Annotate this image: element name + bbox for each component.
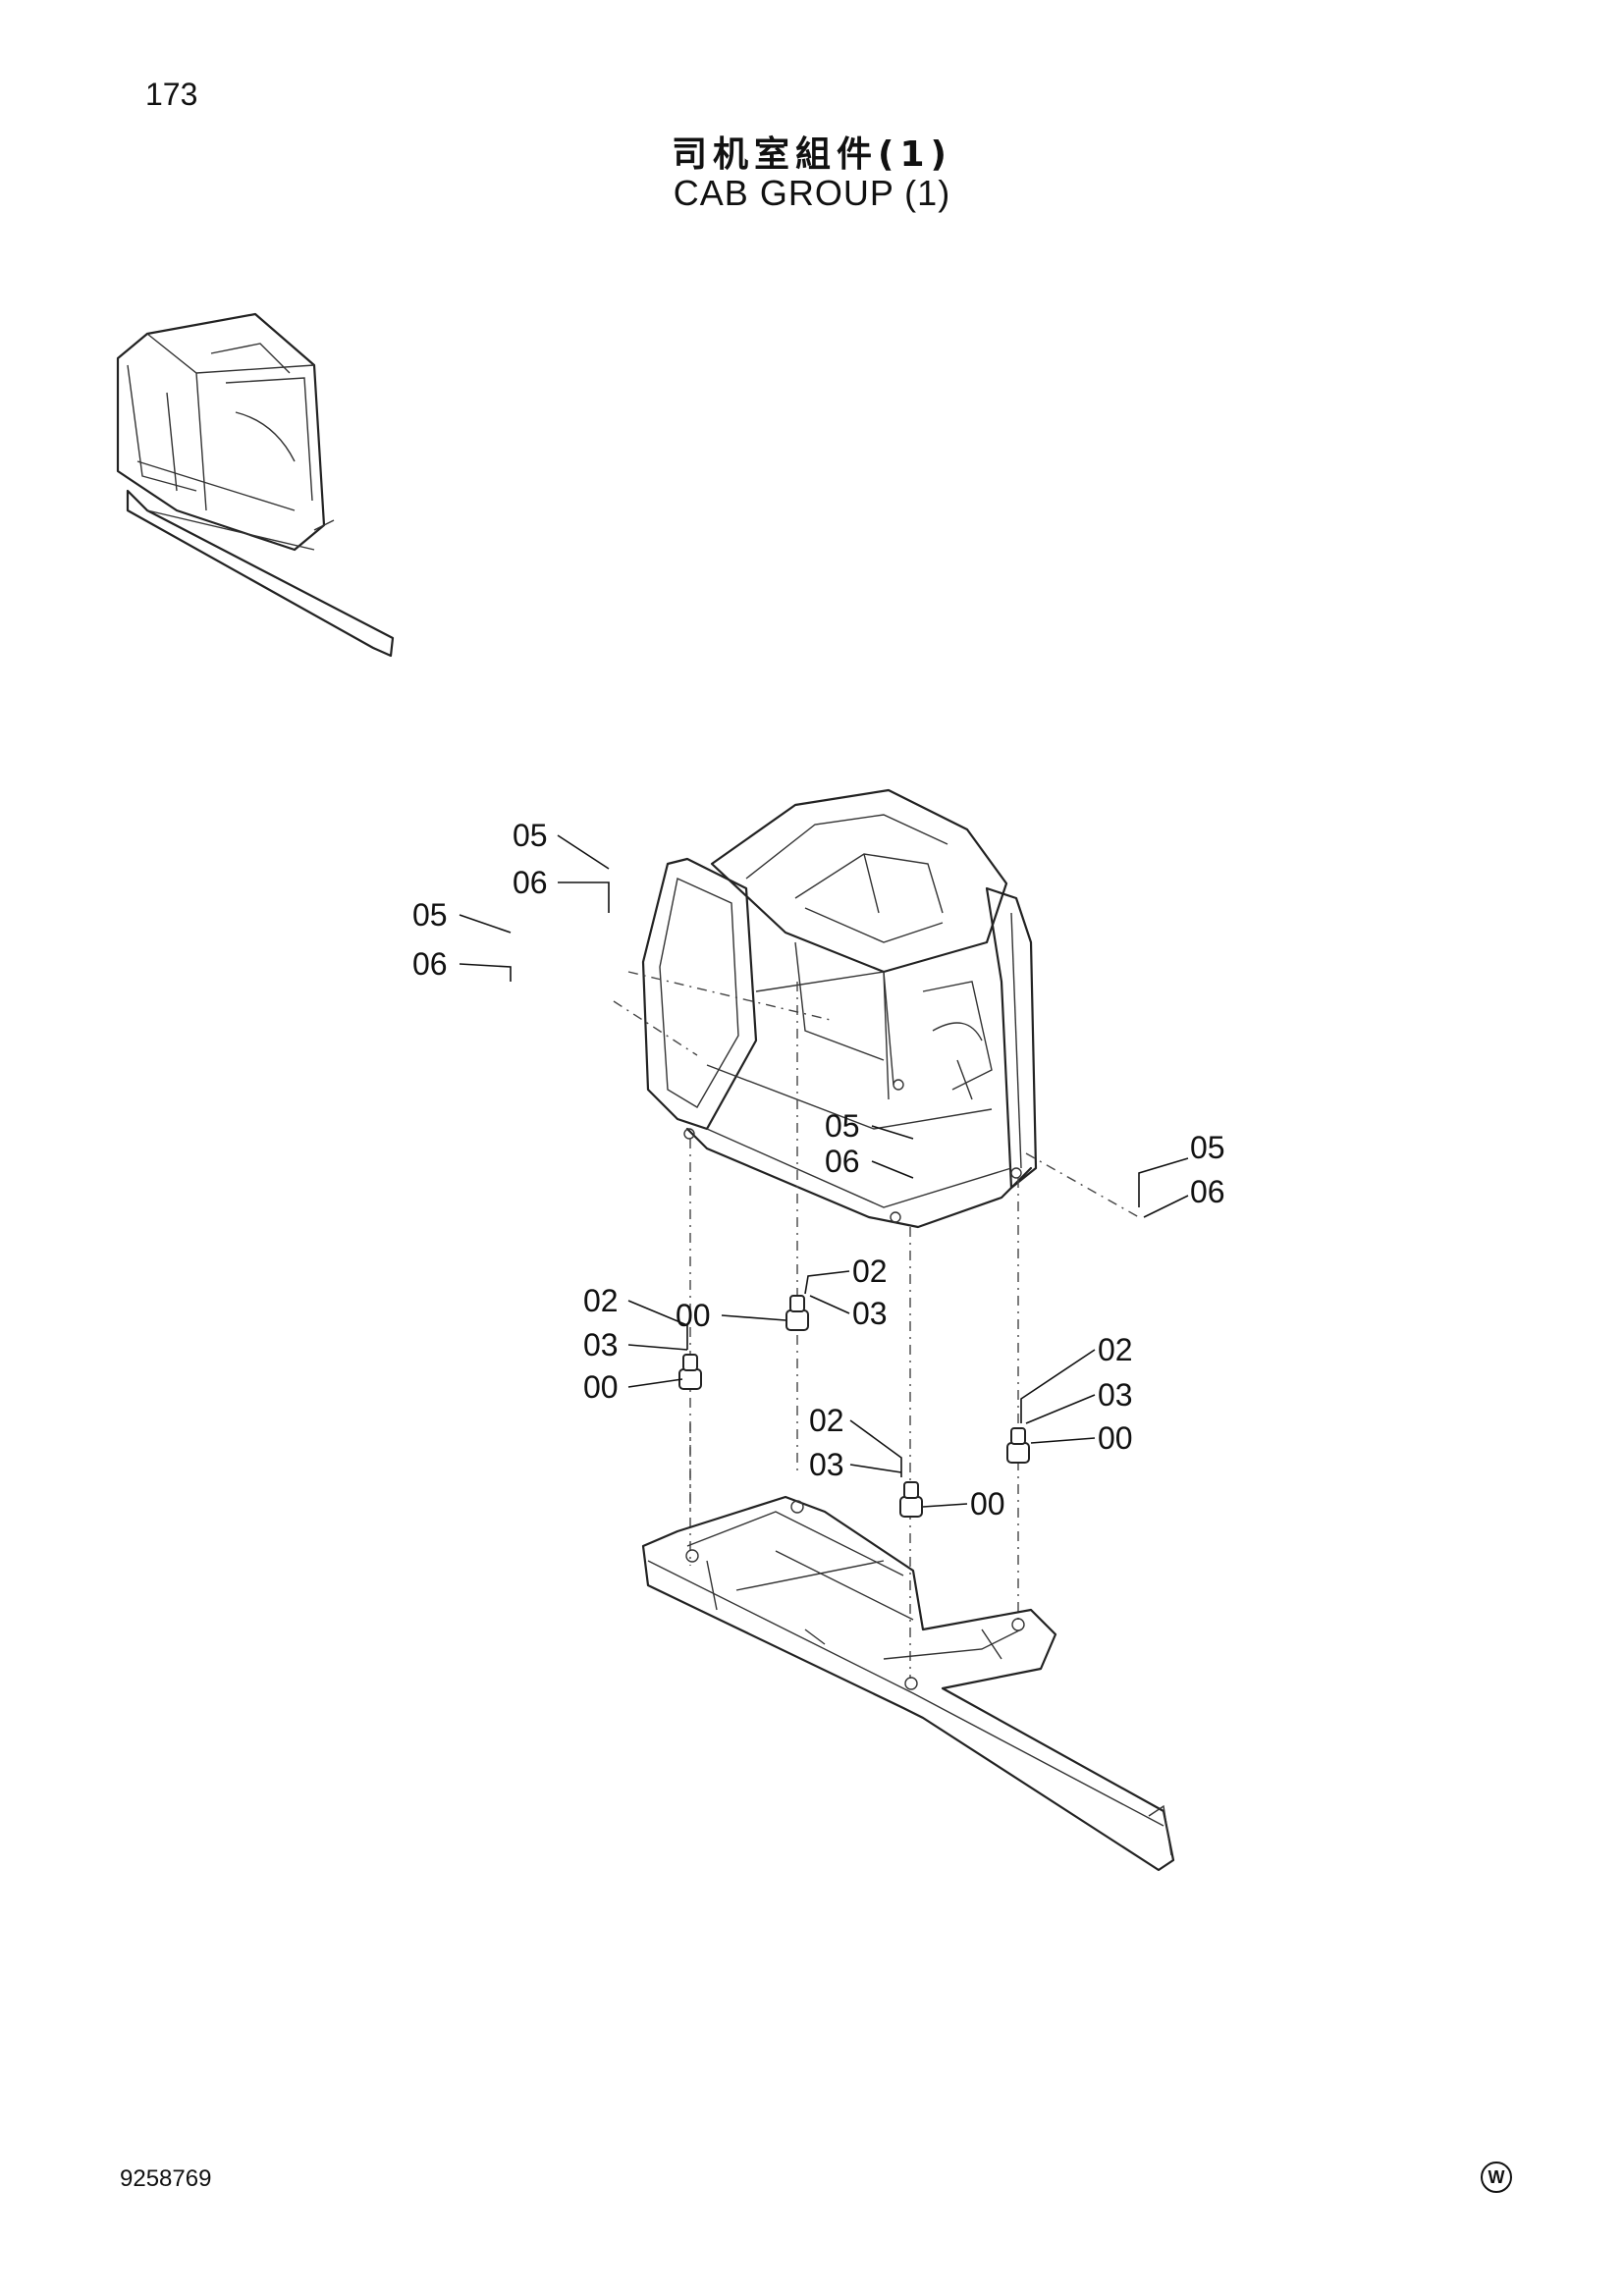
alignment-lines xyxy=(689,982,1019,1679)
callout-03: 03 xyxy=(583,1327,619,1362)
brand-logo-icon: W xyxy=(1481,2162,1512,2193)
callout-00: 00 xyxy=(676,1298,711,1333)
callout-02: 02 xyxy=(852,1254,888,1289)
mount-left xyxy=(678,1354,702,1390)
callout-06: 06 xyxy=(513,865,548,900)
main-cab-frame xyxy=(613,788,1140,1229)
callout-00: 00 xyxy=(583,1369,619,1405)
callout-02: 02 xyxy=(583,1283,619,1318)
callout-05: 05 xyxy=(513,818,548,853)
callout-05: 05 xyxy=(825,1108,860,1144)
base-frame xyxy=(641,1495,1175,1872)
callout-05: 05 xyxy=(1190,1130,1225,1165)
callout-labels: 05 06 05 06 05 06 05 06 02 00 03 02 03 0… xyxy=(412,818,1225,1522)
title-chinese: 司机室組件(1) xyxy=(672,134,952,175)
rubber-mounts xyxy=(678,1295,1030,1518)
mount-right xyxy=(1006,1427,1030,1464)
callout-03: 03 xyxy=(809,1447,844,1482)
callout-02: 02 xyxy=(1098,1332,1133,1367)
callout-06: 06 xyxy=(412,946,448,982)
page-number: 173 xyxy=(145,77,198,112)
reference-view-cab xyxy=(116,312,395,658)
leader-lines xyxy=(459,834,1189,1508)
document-number: 9258769 xyxy=(120,2165,212,2192)
callout-02: 02 xyxy=(809,1403,844,1438)
callout-06: 06 xyxy=(1190,1174,1225,1209)
callout-00: 00 xyxy=(1098,1420,1133,1456)
callout-00: 00 xyxy=(970,1486,1005,1522)
callout-03: 03 xyxy=(1098,1377,1133,1413)
callout-03: 03 xyxy=(852,1296,888,1331)
title-english: CAB GROUP (1) xyxy=(673,173,951,213)
mount-front xyxy=(899,1481,923,1518)
callout-06: 06 xyxy=(825,1144,860,1179)
callout-05: 05 xyxy=(412,897,448,933)
mount-center xyxy=(785,1295,809,1331)
